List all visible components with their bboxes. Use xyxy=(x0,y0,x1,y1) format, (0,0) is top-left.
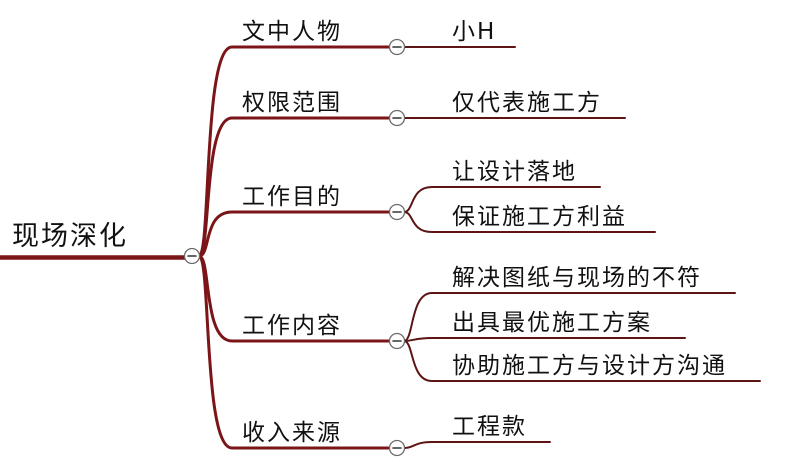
child-connector-3-1 xyxy=(403,186,601,213)
child-topic-1-1[interactable]: 小H xyxy=(452,19,497,45)
child-topic-5-1[interactable]: 工程款 xyxy=(452,414,527,440)
branch-topic-2[interactable]: 权限范围 xyxy=(242,90,342,116)
collapse-toggle-branch-3[interactable] xyxy=(388,203,406,221)
child-topic-3-2[interactable]: 保证施工方利益 xyxy=(452,204,627,230)
root-topic[interactable]: 现场深化 xyxy=(12,221,128,252)
collapse-toggle-branch-2[interactable] xyxy=(388,109,406,127)
branch-topic-3[interactable]: 工作目的 xyxy=(242,184,342,210)
child-topic-4-1[interactable]: 解决图纸与现场的不符 xyxy=(452,265,702,291)
branch-connector-3 xyxy=(197,210,392,258)
child-connector-4-3 xyxy=(403,340,761,382)
child-topic-4-3[interactable]: 协助施工方与设计方沟通 xyxy=(452,353,727,379)
collapse-toggle-branch-5[interactable] xyxy=(388,439,406,457)
collapse-toggle-branch-1[interactable] xyxy=(388,38,406,56)
branch-connector-1 xyxy=(197,45,392,258)
collapse-toggle-root[interactable] xyxy=(183,247,201,265)
child-topic-3-1[interactable]: 让设计落地 xyxy=(452,159,577,185)
branch-topic-1[interactable]: 文中人物 xyxy=(242,19,342,45)
child-connector-5-1 xyxy=(403,441,551,449)
child-connector-4-1 xyxy=(403,292,736,342)
branch-topic-5[interactable]: 收入来源 xyxy=(242,420,342,446)
branch-topic-4[interactable]: 工作内容 xyxy=(242,313,342,339)
child-topic-4-2[interactable]: 出具最优施工方案 xyxy=(452,310,652,336)
child-topic-2-1[interactable]: 仅代表施工方 xyxy=(452,90,602,116)
child-connector-4-2 xyxy=(403,337,686,342)
child-connector-3-2 xyxy=(403,211,656,233)
branch-connector-2 xyxy=(197,116,392,258)
branch-connector-5 xyxy=(197,254,392,450)
collapse-toggle-branch-4[interactable] xyxy=(388,332,406,350)
